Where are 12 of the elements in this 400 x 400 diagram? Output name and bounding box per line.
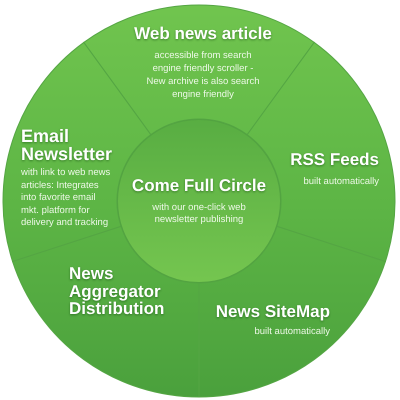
segment-title: Web news article (134, 24, 272, 44)
segment-description: with our one-click web newsletter publishing (151, 202, 247, 226)
segment-description: with link to web news articles: Integrates into favorite email mkt. platform for delivery and tracking (21, 167, 112, 230)
segment-title: News Aggregator Distribution (69, 265, 166, 318)
ring-segment (198, 225, 387, 398)
segment-description: accessible from search engine friendly scroller - New archive is also search engine friendly (146, 49, 260, 101)
segment-title: Come Full Circle (132, 176, 266, 196)
segment-title: RSS Feeds (290, 150, 379, 170)
segment-title: Email Newsletter (21, 127, 114, 163)
segment-description: built automatically (303, 176, 379, 188)
segment-title: News SiteMap (216, 302, 330, 322)
segment-description: built automatically (254, 326, 330, 338)
